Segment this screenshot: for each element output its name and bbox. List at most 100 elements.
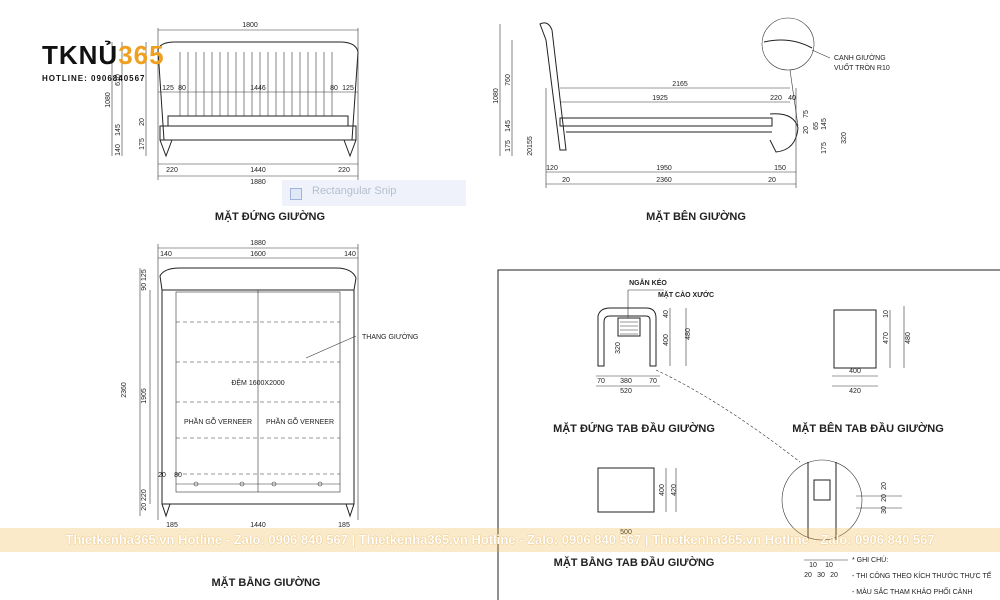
dim-side-75: 75 [803, 110, 810, 118]
dim-front-145: 145 [115, 124, 122, 136]
dim-detail-10b: 10 [825, 562, 833, 569]
dim-tab-380: 380 [620, 378, 632, 385]
dim-tab-70b: 70 [649, 378, 657, 385]
notes-heading: * GHI CHÚ: [852, 555, 888, 564]
dim-front-220b: 220 [338, 167, 350, 174]
dim-side-1925: 1925 [652, 95, 668, 102]
dim-tab-side-470: 470 [883, 332, 890, 344]
front-elevation-title: MẶT ĐỨNG GIƯỜNG [215, 210, 325, 223]
dim-side-145r: 145 [821, 118, 828, 130]
dim-front-1080: 1080 [105, 92, 112, 108]
logo-accent: 365 [118, 40, 165, 70]
dim-front-1440: 1440 [250, 167, 266, 174]
nightstand-panel: NGĂN KÉO MẶT CÀO XƯỚC 380 70 70 520 400 … [497, 269, 1000, 600]
dim-side-2165: 2165 [672, 81, 688, 88]
dim-front-125b: 125 [342, 85, 354, 92]
dim-detail-20a: 20 [804, 572, 812, 579]
dim-front-140: 140 [115, 144, 122, 156]
dim-side-1080: 1080 [493, 88, 500, 104]
dim-plan-1905: 1905 [141, 388, 148, 404]
veneer-label-right: PHẦN GỖ VERNEER [266, 416, 334, 426]
dim-plan-80: 80 [174, 472, 182, 479]
bed-slats [176, 321, 340, 475]
dim-plan-2360: 2360 [121, 382, 128, 398]
snip-icon [290, 188, 302, 200]
dim-tab-side-420: 420 [849, 388, 861, 395]
bed-plan: 1880 140 1600 140 2360 1905 90 125 20 22… [121, 240, 418, 589]
dim-front-80a: 80 [178, 85, 186, 92]
drawer-label: NGĂN KÉO [629, 278, 667, 287]
dim-side-20r: 20 [803, 126, 810, 134]
dim-side-760: 760 [505, 74, 512, 86]
nightstand-front-title: MẶT ĐỨNG TAB ĐẦU GIƯỜNG [553, 422, 715, 435]
ladder-label: THANG GIƯỜNG [362, 332, 418, 341]
dim-plan-1600: 1600 [250, 251, 266, 258]
dim-tab-320: 320 [615, 342, 622, 354]
watermark-banner: Thietkenha365.vn Hotline - Zalo: 0906 84… [0, 528, 1000, 552]
dim-tab-plan-400: 400 [659, 484, 666, 496]
mattress-label: ĐỆM 1600X2000 [231, 378, 284, 387]
edge-note-line2: VUỐT TRÒN R10 [834, 62, 890, 72]
dim-tab-side-480: 480 [905, 332, 912, 344]
dim-plan-20-220: 20 220 [141, 489, 148, 511]
dim-front-1800: 1800 [242, 22, 258, 29]
dim-plan-20: 20 [158, 472, 166, 479]
dim-plan-1440: 1440 [250, 522, 266, 529]
dim-detail-30b: 30 [881, 506, 888, 514]
dim-plan-140a: 140 [160, 251, 172, 258]
dim-front-610: 610 [115, 74, 122, 86]
headboard-slats [179, 52, 333, 116]
scratch-surface-label: MẶT CÀO XƯỚC [658, 290, 714, 299]
bed-plan-title: MẶT BẰNG GIƯỜNG [212, 576, 321, 589]
front-elevation: 1800 1446 125 80 80 125 220 1440 220 188… [105, 22, 359, 223]
note-line-1: - THI CÔNG THEO KÍCH THƯỚC THỰC TẾ [852, 570, 992, 580]
logo-hotline: HOTLINE: 0906840567 [42, 74, 146, 83]
edge-detail-circle [761, 17, 815, 71]
veneer-label-left: PHẦN GỖ VERNEER [184, 416, 252, 426]
dim-front-20: 20 [139, 118, 146, 126]
dim-side-320: 320 [841, 132, 848, 144]
dim-detail-20c: 20 [881, 494, 888, 502]
dim-tab-400: 400 [663, 334, 670, 346]
dim-tab-plan-420: 420 [671, 484, 678, 496]
dim-side-145: 145 [505, 120, 512, 132]
dim-tab-40: 40 [663, 310, 670, 318]
dim-plan-185b: 185 [338, 522, 350, 529]
dim-front-220a: 220 [166, 167, 178, 174]
side-elevation-title: MẶT BÊN GIƯỜNG [646, 210, 746, 223]
dim-side-40: 40 [788, 95, 796, 102]
dim-detail-20b: 20 [830, 572, 838, 579]
dim-tab-520: 520 [620, 388, 632, 395]
dim-side-20155: 20155 [527, 136, 534, 156]
dim-side-150: 150 [774, 165, 786, 172]
side-elevation: CẠNH GIƯỜNG VUỐT TRÒN R10 2165 1925 220 … [493, 17, 890, 223]
dim-plan-90-125: 90 125 [141, 269, 148, 291]
dim-front-125a: 125 [162, 85, 174, 92]
dim-side-2360: 2360 [656, 177, 672, 184]
dim-plan-1880: 1880 [250, 240, 266, 247]
dim-detail-20d: 20 [881, 482, 888, 490]
nightstand-plan-title: MẶT BẰNG TAB ĐẦU GIƯỜNG [554, 556, 715, 569]
dim-plan-140b: 140 [344, 251, 356, 258]
dim-tab-70a: 70 [597, 378, 605, 385]
note-line-2: - MÀU SẮC THAM KHẢO PHỐI CẢNH [852, 586, 972, 596]
dim-plan-185a: 185 [166, 522, 178, 529]
nightstand-side-title: MẶT BÊN TAB ĐẦU GIƯỜNG [792, 422, 944, 435]
brand-logo: TKNỦ365 HOTLINE: 0906840567 [42, 30, 202, 92]
logo-brand: TKNỦ [42, 40, 119, 70]
dim-side-20b: 20 [768, 177, 776, 184]
dim-side-175: 175 [505, 140, 512, 152]
dim-tab-plan-500: 500 [620, 529, 632, 536]
dim-side-120: 120 [546, 165, 558, 172]
dim-front-1880: 1880 [250, 179, 266, 186]
dim-side-220: 220 [770, 95, 782, 102]
dim-detail-10a: 10 [809, 562, 817, 569]
dim-tab-side-10: 10 [883, 310, 890, 318]
snip-label: Rectangular Snip [312, 185, 397, 197]
dim-tab-side-400: 400 [849, 368, 861, 375]
edge-note-line1: CẠNH GIƯỜNG [834, 53, 886, 62]
rectangular-snip-overlay[interactable]: Rectangular Snip [282, 180, 466, 206]
dim-detail-30: 30 [817, 572, 825, 579]
dim-front-1446: 1446 [250, 85, 266, 92]
